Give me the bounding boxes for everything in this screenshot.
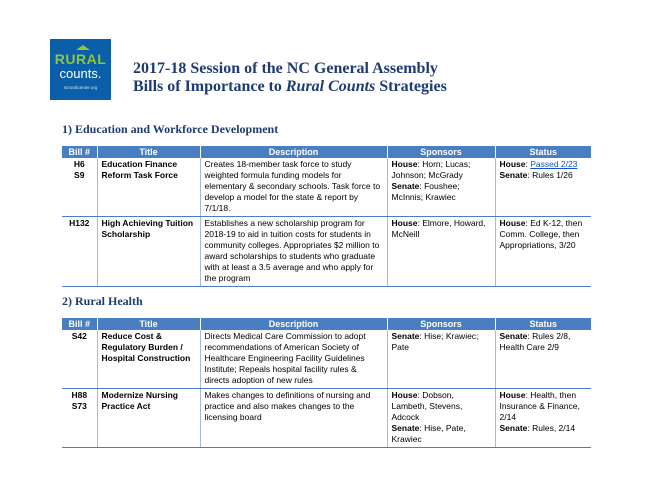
rural-counts-logo: RURAL counts. ncruralcenter.org (50, 39, 111, 100)
bill-status: House: Health, then Insurance & Finance,… (494, 388, 591, 448)
bills-table-education: Bill # Title Description Sponsors Status… (62, 146, 591, 287)
bills-table-rural-health: Bill # Title Description Sponsors Status… (62, 318, 591, 448)
col-header-status: Status (494, 146, 591, 158)
bill-number-cell: S42 (62, 330, 97, 389)
logo-url-text: ncruralcenter.org (63, 85, 98, 90)
col-header-description: Description (199, 146, 387, 158)
table-row: H132 High Achieving Tuition Scholarship … (62, 216, 591, 287)
bill-sponsors: House: Elmore, Howard, McNeill (386, 216, 495, 287)
roof-icon (76, 45, 90, 50)
status-chamber-label: Senate (499, 423, 528, 433)
bill-number: H6 (73, 159, 85, 169)
status-text: : Rules 2/8, Health Care 2/9 (499, 331, 571, 352)
page-subtitle: Bills of Importance to Rural Counts Stra… (133, 78, 447, 96)
sponsor-chamber-label: House (391, 390, 418, 400)
bill-description: Establishes a new scholarship program fo… (199, 216, 387, 287)
bill-number: S42 (71, 331, 87, 341)
sponsor-chamber-label: House (391, 218, 418, 228)
subtitle-suffix: Strategies (375, 78, 447, 95)
bill-number-cell: H132 (62, 216, 97, 287)
bill-sponsors: Senate: Hise; Krawiec; Pate (386, 330, 495, 389)
sponsor-chamber-label: Senate (391, 331, 420, 341)
sponsor-chamber-label: Senate (391, 181, 420, 191)
bill-number: H132 (69, 218, 90, 228)
sponsor-names: : Hise, Pate, Krawiec (391, 423, 466, 444)
bill-sponsors: House: Dobson, Lambeth, Stevens, Adcock … (386, 388, 495, 448)
status-chamber-label: House (499, 390, 526, 400)
col-header-sponsors: Sponsors (386, 318, 495, 330)
sponsor-chamber-label: Senate (391, 423, 420, 433)
bill-title: Modernize Nursing Practice Act (96, 388, 200, 448)
table-row: S42 Reduce Cost & Regulatory Burden / Ho… (62, 330, 591, 389)
sponsor-names: : Dobson, Lambeth, Stevens, Adcock (391, 390, 463, 422)
bill-description: Makes changes to definitions of nursing … (199, 388, 387, 448)
bill-description: Creates 18-member task force to study we… (199, 158, 387, 217)
status-chamber-label: House (499, 159, 526, 169)
bill-number-cell: H6 S9 (62, 158, 97, 217)
logo-rural-text: RURAL (54, 51, 107, 67)
status-chamber-label: House (499, 218, 526, 228)
section-title-education: 1) Education and Workforce Development (62, 122, 279, 136)
status-text: : Ed K-12, then Comm. College, then Appr… (499, 218, 583, 250)
table-header-row: Bill # Title Description Sponsors Status (62, 146, 591, 158)
table-row: H6 S9 Education Finance Reform Task Forc… (62, 158, 591, 217)
logo-counts-text: counts. (59, 66, 102, 81)
col-header-sponsors: Sponsors (386, 146, 495, 158)
sponsor-chamber-label: House (391, 159, 418, 169)
bill-status: Senate: Rules 2/8, Health Care 2/9 (494, 330, 591, 389)
status-text: : Health, then Insurance & Finance, 2/14 (499, 390, 580, 422)
sponsor-names: : Horn; Lucas; Johnson; McGrady (391, 159, 471, 180)
bill-title: High Achieving Tuition Scholarship (96, 216, 200, 287)
col-header-description: Description (199, 318, 387, 330)
sponsor-names: : Foushee; McInnis; Krawiec (391, 181, 460, 202)
bill-number: S9 (74, 170, 85, 180)
col-header-bill: Bill # (62, 146, 97, 158)
page-title: 2017-18 Session of the NC General Assemb… (133, 60, 438, 77)
status-text: : Rules 1/26 (527, 170, 573, 180)
table-header-row: Bill # Title Description Sponsors Status (62, 318, 591, 330)
col-header-bill: Bill # (62, 318, 97, 330)
col-header-status: Status (494, 318, 591, 330)
col-header-title: Title (96, 146, 200, 158)
status-text: : (525, 159, 531, 169)
bill-number-cell: H88 S73 (62, 388, 97, 448)
status-chamber-label: Senate (499, 331, 528, 341)
bill-sponsors: House: Horn; Lucas; Johnson; McGrady Sen… (386, 158, 495, 217)
subtitle-prefix: Bills of Importance to (133, 78, 286, 95)
section-title-rural-health: 2) Rural Health (62, 294, 143, 308)
col-header-title: Title (96, 318, 200, 330)
bill-number: H88 (71, 390, 88, 400)
sponsor-names: : Hise; Krawiec; Pate (391, 331, 479, 352)
subtitle-emphasis: Rural Counts (285, 78, 376, 95)
bill-status: House: Passed 2/23 Senate: Rules 1/26 (494, 158, 591, 217)
bill-title: Reduce Cost & Regulatory Burden / Hospit… (96, 330, 200, 389)
status-chamber-label: Senate (499, 170, 528, 180)
bill-description: Directs Medical Care Commission to adopt… (199, 330, 387, 389)
table-row: H88 S73 Modernize Nursing Practice Act M… (62, 388, 591, 448)
bill-title: Education Finance Reform Task Force (96, 158, 200, 217)
passed-link[interactable]: Passed 2/23 (530, 159, 578, 169)
sponsor-names: : Elmore, Howard, McNeill (391, 218, 486, 239)
status-text: : Rules, 2/14 (527, 423, 576, 433)
bill-number: S73 (71, 401, 87, 411)
bill-status: House: Ed K-12, then Comm. College, then… (494, 216, 591, 287)
